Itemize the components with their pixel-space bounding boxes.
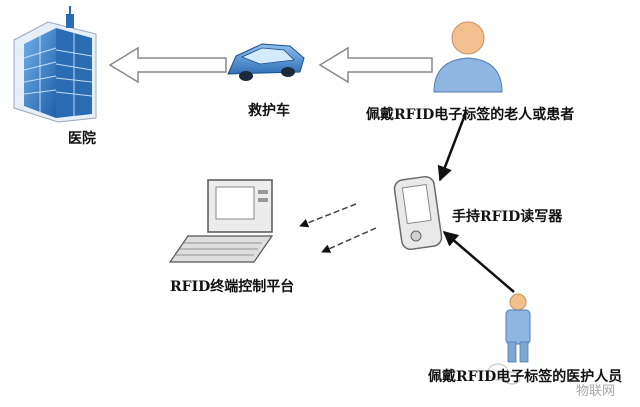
arrow-patient-to-ambulance: [318, 46, 433, 84]
hospital-building-icon: [13, 6, 97, 123]
terminal-computer-icon: [168, 179, 274, 263]
reader-label: 手持RFID读写器: [452, 209, 563, 225]
arrow-ambulance-to-hospital: [108, 46, 227, 84]
ambulance-label: 救护车: [248, 103, 290, 119]
watermark-text: 物联网: [576, 384, 616, 399]
ambulance-car-icon: [227, 43, 305, 81]
patient-person-icon: [433, 21, 503, 93]
medical-staff-person-icon: [505, 293, 531, 363]
arrow-patient-to-reader: [437, 111, 468, 182]
terminal-label: RFID终端控制平台: [170, 279, 295, 295]
arrows-reader-to-terminal: [299, 203, 377, 253]
arrow-staff-to-reader: [442, 231, 515, 293]
hospital-label: 医院: [68, 131, 96, 147]
medical-staff-label: 佩戴RFID电子标签的医护人员: [428, 369, 623, 385]
patient-label: 佩戴RFID电子标签的老人或患者: [366, 107, 575, 123]
rfid-reader-icon: [393, 175, 443, 251]
watermark-chat-icon: [487, 363, 521, 385]
